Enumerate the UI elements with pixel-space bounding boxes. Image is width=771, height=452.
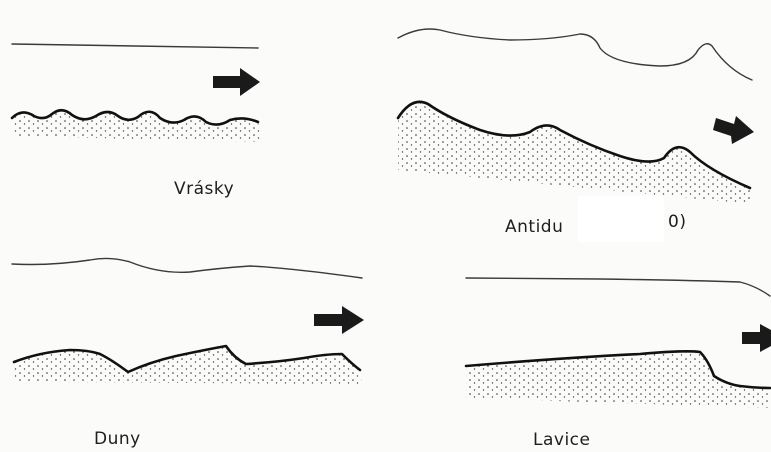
water-surface-line: [466, 278, 770, 296]
label-bars: Lavice: [533, 430, 590, 450]
panel-bars: Lavice: [466, 278, 771, 450]
label-antidunes: Antidu: [505, 217, 563, 237]
flow-arrow-icon: [713, 116, 754, 144]
sand-fill: [14, 346, 362, 384]
label-ripples: Vrásky: [174, 179, 234, 199]
water-surface-line: [12, 258, 362, 278]
panel-ripples: Vrásky: [12, 44, 262, 199]
water-surface-line: [12, 44, 258, 48]
sand-fill: [466, 351, 770, 408]
label-obscured-region: [578, 196, 664, 242]
label-antidunes-fragment: 0): [668, 212, 686, 232]
flow-arrow-icon: [314, 306, 364, 334]
flow-arrow-icon: [742, 324, 771, 352]
flow-arrow-icon: [213, 68, 260, 96]
panel-antidunes: Antidu 0): [398, 29, 754, 242]
water-surface-line: [398, 29, 752, 80]
label-dunes: Duny: [94, 429, 141, 449]
panel-dunes: Duny: [12, 258, 364, 449]
